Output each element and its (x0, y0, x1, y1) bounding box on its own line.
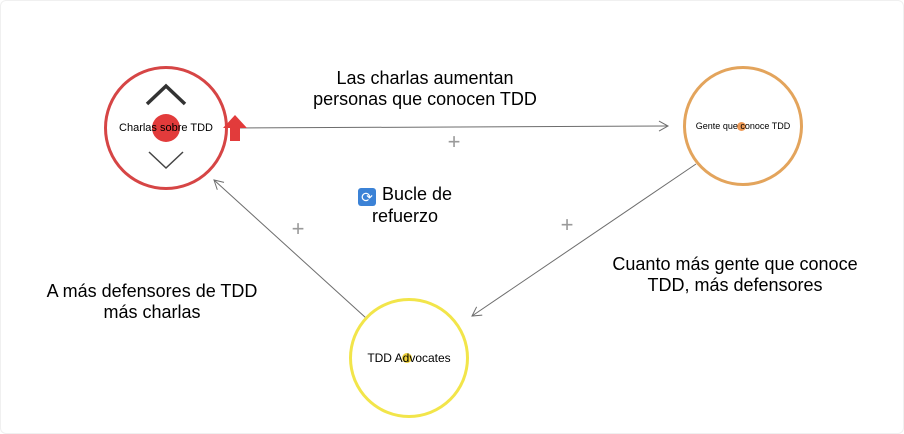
polarity-plus: + (291, 216, 305, 241)
polarity-plus: + (447, 129, 461, 154)
increase-arrow-icon[interactable] (222, 114, 248, 142)
node-talks-label: Charlas sobre TDD (119, 122, 213, 134)
node-people[interactable]: Gente que conoce TDD (683, 66, 803, 186)
edge-label-line: personas que conocen TDD (313, 89, 537, 109)
edge-label-talks-to-people: Las charlas aumentan personas que conoce… (255, 68, 595, 110)
polarity-plus: + (560, 212, 574, 237)
edge-label-line: más charlas (103, 302, 201, 322)
node-people-label: Gente que conoce TDD (695, 121, 791, 131)
edge-label-people-to-advocates: Cuanto más gente que conoce TDD, más def… (570, 254, 900, 296)
node-advocates-label: TDD Advocates (367, 351, 451, 365)
node-advocates-dot (402, 353, 412, 363)
edge-label-advocates-to-talks: A más defensores de TDD más charlas (0, 281, 304, 323)
chevron-down-icon[interactable] (144, 148, 188, 172)
reinforcing-loop-icon: ⟳ (357, 188, 376, 206)
node-talks-dot (152, 114, 180, 142)
edge-label-line: Las charlas aumentan (336, 68, 514, 88)
node-advocates[interactable]: TDD Advocates (349, 298, 469, 418)
edge-label-line: A más defensores de TDD (46, 281, 258, 301)
node-talks[interactable]: Charlas sobre TDD (104, 66, 228, 190)
loop-label-text: Bucle de (381, 184, 453, 204)
node-people-dot (737, 122, 746, 131)
chevron-up-icon[interactable] (144, 83, 188, 107)
link-talks-to-people[interactable] (231, 120, 670, 132)
loop-label-line: ⟳ Bucle de (330, 184, 480, 206)
edge-label-line: Cuanto más gente que conoce (612, 254, 858, 274)
link-people-to-advocates[interactable] (471, 163, 697, 317)
link-advocates-to-talks[interactable] (213, 179, 367, 319)
edge-label-line: TDD, más defensores (647, 275, 823, 295)
loop-label: ⟳ Bucle de refuerzo (330, 184, 480, 227)
loop-label-line: refuerzo (371, 206, 439, 226)
